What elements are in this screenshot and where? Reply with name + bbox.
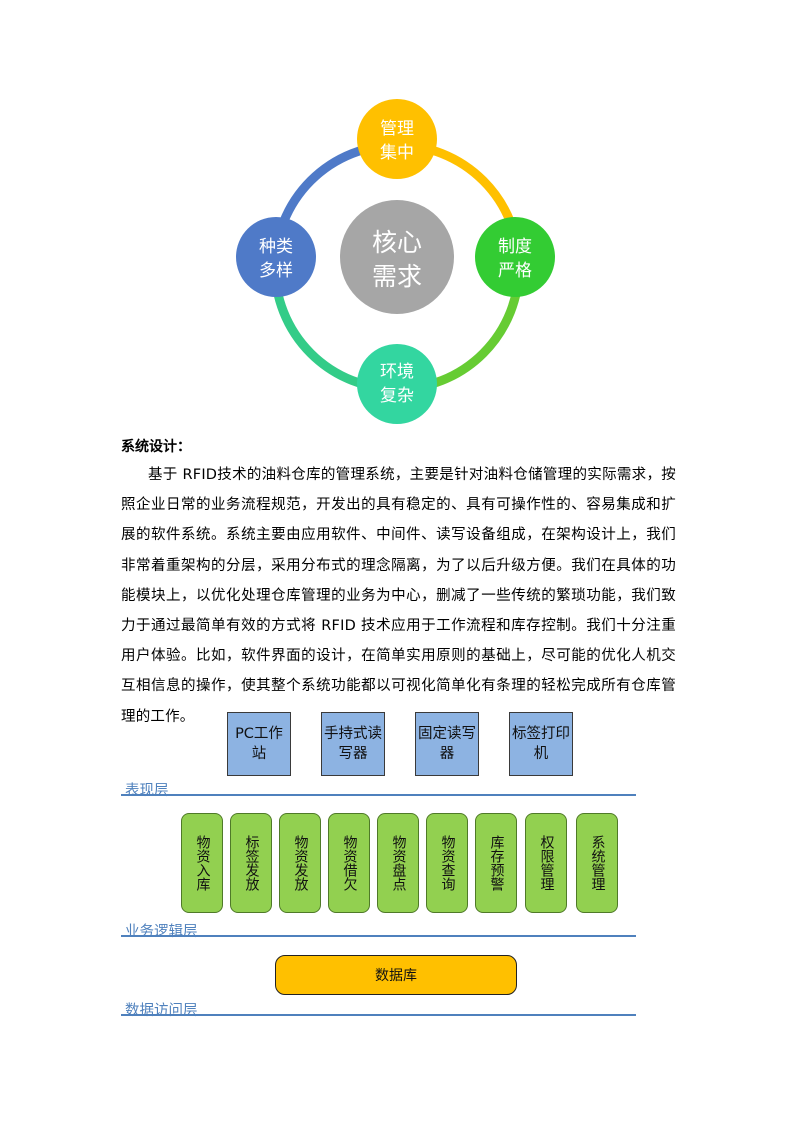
section-title: 系统设计：	[121, 439, 191, 455]
presentation-box-label-printer: 标签打印机	[509, 712, 573, 776]
presentation-layer-line	[121, 794, 636, 796]
node-top-line-2: 集中	[380, 143, 414, 163]
node-management-centralized: 管理 集中	[357, 99, 437, 179]
business-box-system-management: 系统管理	[576, 813, 618, 913]
data-access-layer-label: 数据访问层	[125, 1003, 198, 1019]
core-requirements-cycle-diagram: 核心 需求 管理 集中 制度 严格 环境 复杂 种类 多样	[236, 99, 555, 424]
business-box-material-inbound: 物资入库	[181, 813, 223, 913]
database-box: 数据库	[275, 955, 517, 995]
node-right-line-2: 严格	[498, 261, 532, 281]
business-box-material-inventory: 物资盘点	[377, 813, 419, 913]
data-access-layer-line	[121, 1014, 636, 1016]
business-layer-line	[121, 935, 636, 937]
node-left-line-1: 种类	[259, 237, 293, 257]
node-complex-environment: 环境 复杂	[357, 344, 437, 424]
presentation-layer-label: 表现层	[125, 783, 169, 799]
node-right-line-1: 制度	[498, 237, 532, 257]
node-diverse-types: 种类 多样	[236, 217, 316, 297]
center-node: 核心 需求	[340, 200, 454, 314]
business-box-label-issue: 标签发放	[230, 813, 272, 913]
business-box-stock-alert: 库存预警	[475, 813, 517, 913]
business-box-material-loan: 物资借欠	[328, 813, 370, 913]
node-left-line-2: 多样	[259, 261, 293, 281]
system-design-paragraph: 基于 RFID技术的油料仓库的管理系统，主要是针对油料仓储管理的实际需求，按照企…	[121, 467, 676, 725]
business-layer-label: 业务逻辑层	[125, 924, 198, 940]
business-box-material-query: 物资查询	[426, 813, 468, 913]
node-bottom-line-2: 复杂	[380, 386, 414, 406]
node-strict-regulation: 制度 严格	[475, 217, 555, 297]
node-top-line-1: 管理	[380, 119, 414, 139]
presentation-box-handheld-reader: 手持式读写器	[321, 712, 385, 776]
center-node-line-2: 需求	[372, 262, 422, 291]
presentation-box-fixed-reader: 固定读写器	[415, 712, 479, 776]
presentation-box-pc-workstation: PC工作站	[227, 712, 291, 776]
business-box-permission-management: 权限管理	[525, 813, 567, 913]
center-node-line-1: 核心	[372, 228, 422, 257]
node-bottom-line-1: 环境	[380, 362, 414, 382]
business-box-material-issue: 物资发放	[279, 813, 321, 913]
